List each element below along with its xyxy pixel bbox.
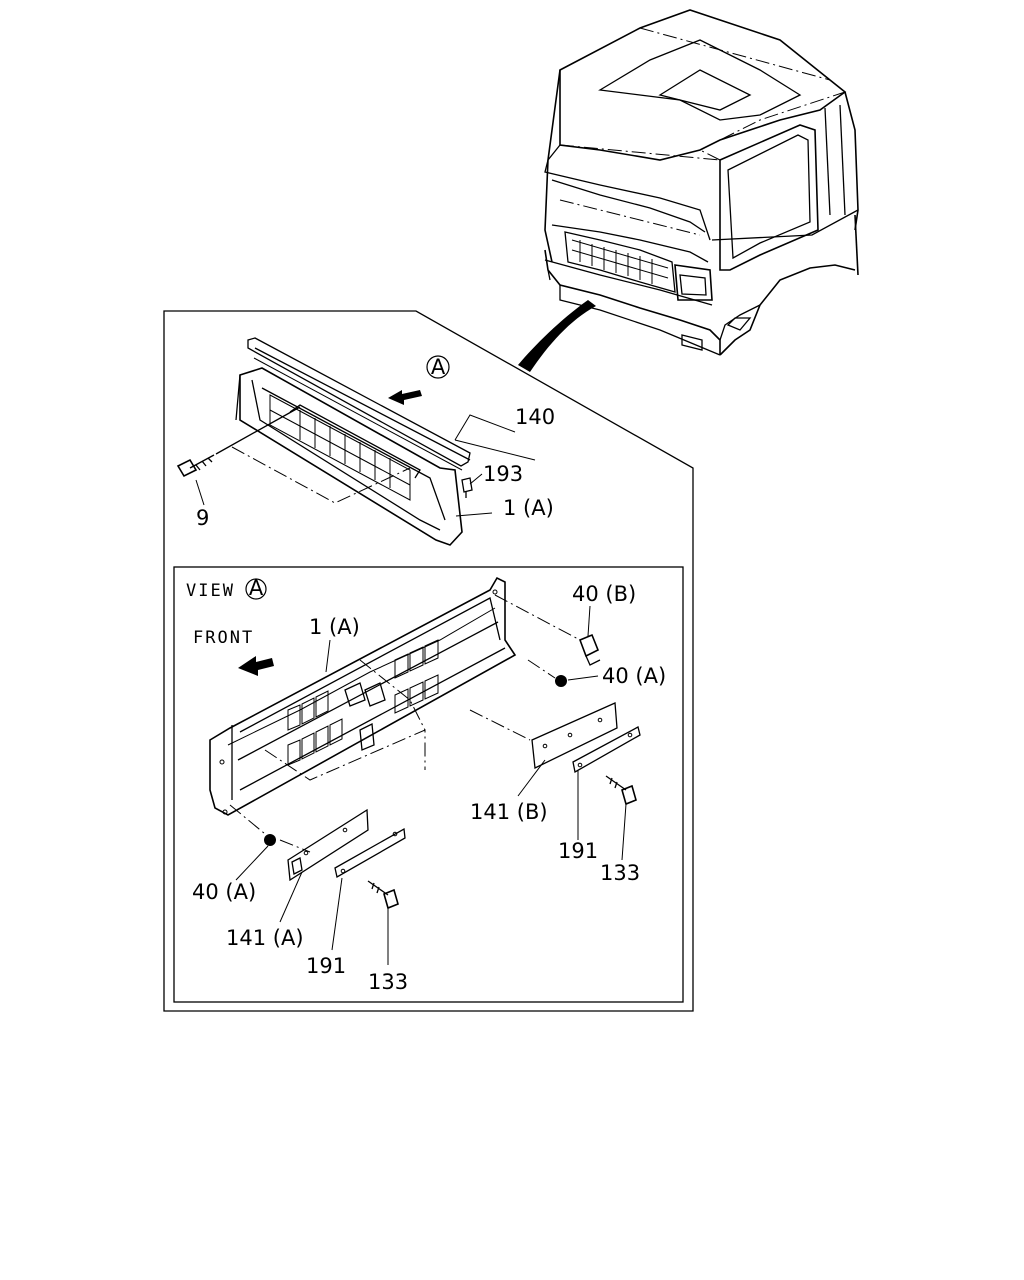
callout-9: 9: [196, 506, 209, 530]
plate-191-left: [334, 827, 406, 879]
callout-191-left: 191: [306, 954, 346, 978]
callout-140: 140: [515, 405, 555, 429]
view-direction-arrow-icon: [388, 390, 422, 405]
view-title: VIEW: [186, 581, 235, 601]
callout-40b: 40 (B): [572, 582, 636, 606]
view-a-frame: [173, 566, 684, 1003]
callout-40a-left: 40 (A): [192, 880, 256, 904]
callout-133-right: 133: [600, 861, 640, 885]
screw-9-icon: [176, 454, 215, 478]
view-leader-lines: [235, 605, 627, 965]
nut-40a-left-icon: [264, 834, 276, 846]
plate-191-right: [572, 726, 641, 774]
detail-marker-icon: [426, 355, 450, 379]
detail-marker-letter: A: [431, 355, 446, 379]
bracket-141b: [531, 702, 618, 769]
clip-40b-icon: [578, 633, 601, 666]
callout-141a: 141 (A): [226, 926, 304, 950]
screw-133-right-icon: [605, 775, 637, 806]
callout-133-left: 133: [368, 970, 408, 994]
nut-40a-right-icon: [555, 675, 567, 687]
truck-cab-illustration: [518, 9, 859, 372]
grille-rear-view: [209, 576, 581, 853]
front-label: FRONT: [193, 628, 254, 648]
callout-141b: 141 (B): [470, 800, 548, 824]
screw-133-left-icon: [367, 880, 399, 910]
top-leader-lines: [195, 414, 536, 517]
view-marker-letter: A: [249, 576, 264, 600]
callout-40a-right: 40 (A): [602, 664, 666, 688]
callout-193: 193: [483, 462, 523, 486]
bracket-141a: [287, 808, 369, 882]
callout-1a-view: 1 (A): [309, 615, 360, 639]
view-marker-icon: [245, 578, 267, 600]
front-arrow-icon: [238, 656, 274, 676]
callout-1a-top: 1 (A): [503, 496, 554, 520]
grille-assembly-top: A: [176, 337, 473, 546]
callout-191-right: 191: [558, 839, 598, 863]
detail-frame: [163, 310, 694, 1012]
